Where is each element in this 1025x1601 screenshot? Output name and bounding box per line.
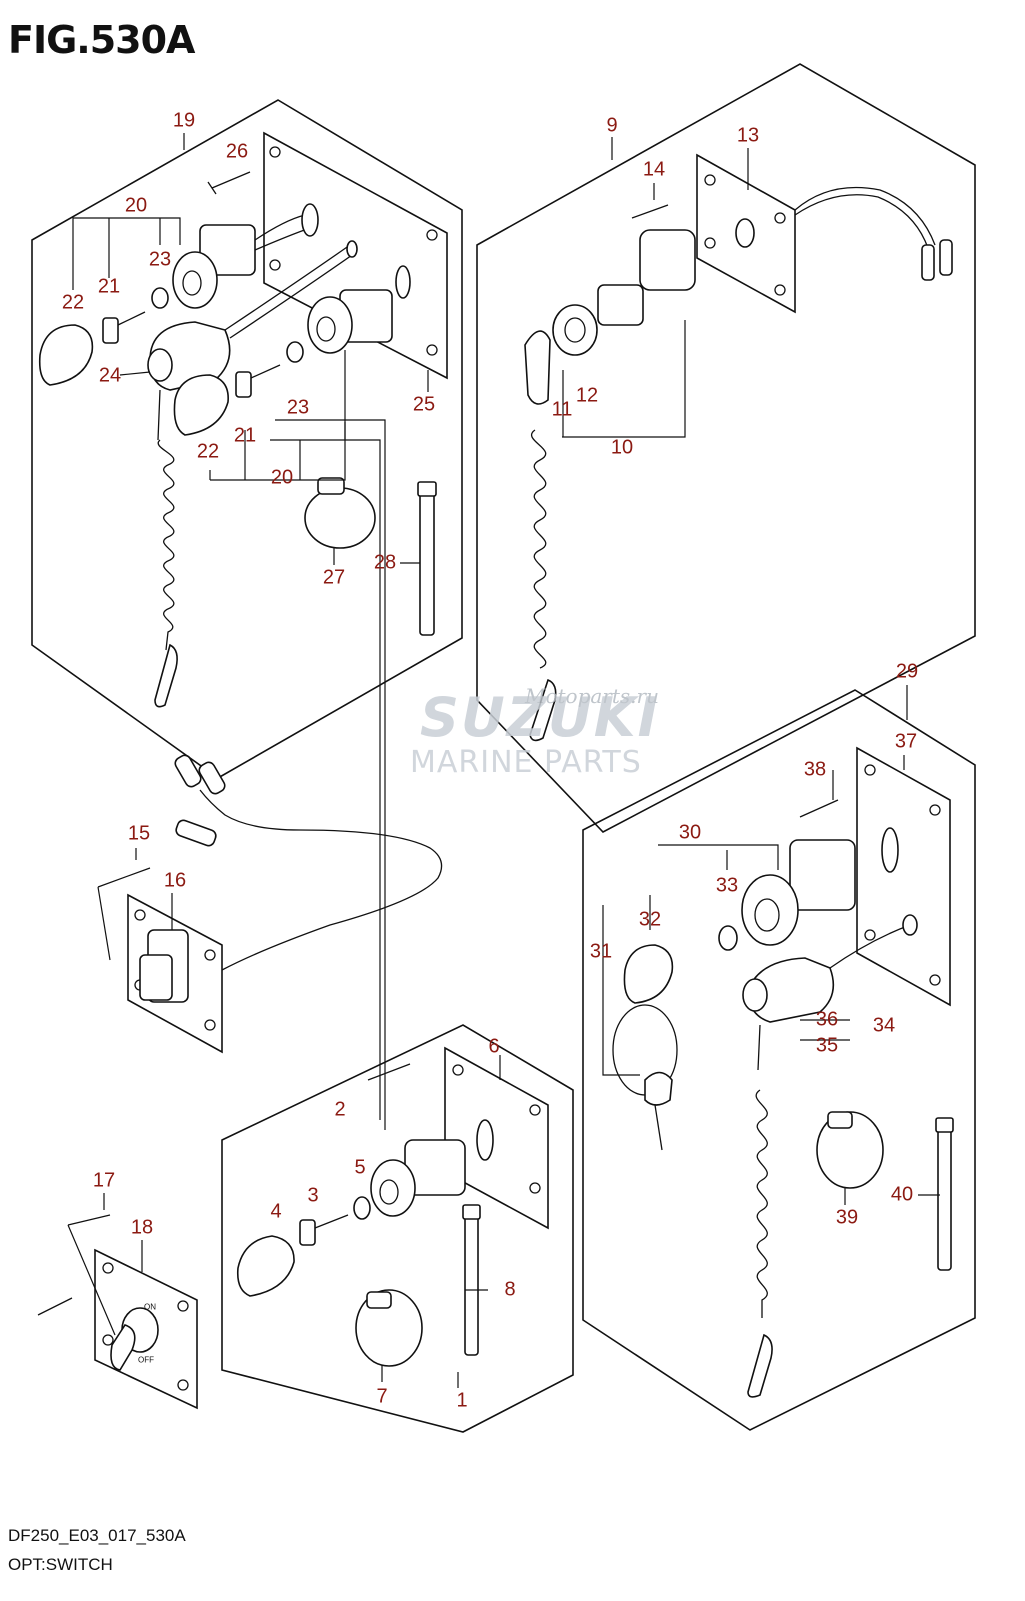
- callout-20-lower[interactable]: 20: [270, 466, 294, 489]
- callout-24[interactable]: 24: [98, 364, 122, 387]
- callout-1[interactable]: 1: [456, 1389, 468, 1412]
- callout-4[interactable]: 4: [270, 1200, 282, 1223]
- callout-20-upper[interactable]: 20: [124, 194, 148, 217]
- switch-off-label: OFF: [138, 1355, 154, 1365]
- callout-31[interactable]: 31: [589, 940, 613, 963]
- callout-21-lower[interactable]: 21: [233, 424, 257, 447]
- callout-34[interactable]: 34: [872, 1014, 896, 1037]
- callout-9[interactable]: 9: [606, 114, 618, 137]
- callout-18[interactable]: 18: [130, 1216, 154, 1239]
- callout-6[interactable]: 6: [488, 1035, 500, 1058]
- callout-17[interactable]: 17: [92, 1169, 116, 1192]
- callout-33[interactable]: 33: [715, 874, 739, 897]
- callout-35[interactable]: 35: [815, 1034, 839, 1057]
- mount-plate-6: [444, 1046, 549, 1230]
- callout-19[interactable]: 19: [172, 109, 196, 132]
- panel-1: [221, 1024, 574, 1433]
- panel-9: [476, 63, 976, 833]
- callout-15[interactable]: 15: [127, 822, 151, 845]
- callout-12[interactable]: 12: [575, 384, 599, 407]
- callout-14[interactable]: 14: [642, 158, 666, 181]
- figure-title: FIG.530A: [8, 18, 195, 62]
- callout-7[interactable]: 7: [376, 1385, 388, 1408]
- callout-30[interactable]: 30: [678, 821, 702, 844]
- callout-32[interactable]: 32: [638, 908, 662, 931]
- callout-13[interactable]: 13: [736, 124, 760, 147]
- callout-22-upper[interactable]: 22: [61, 291, 85, 314]
- callout-28[interactable]: 28: [373, 551, 397, 574]
- callout-40[interactable]: 40: [890, 1183, 914, 1206]
- callout-22-lower[interactable]: 22: [196, 440, 220, 463]
- callout-10[interactable]: 10: [610, 436, 634, 459]
- callout-2[interactable]: 2: [334, 1098, 346, 1121]
- mount-plate-37: [856, 746, 951, 1007]
- callout-21-upper[interactable]: 21: [97, 275, 121, 298]
- callout-27[interactable]: 27: [322, 566, 346, 589]
- switch-on-label: ON: [144, 1302, 156, 1312]
- callout-37[interactable]: 37: [894, 730, 918, 753]
- callout-25[interactable]: 25: [412, 393, 436, 416]
- callout-11[interactable]: 11: [551, 398, 573, 421]
- callout-3[interactable]: 3: [307, 1184, 319, 1207]
- figure-caption: OPT:SWITCH: [8, 1555, 113, 1574]
- callout-26[interactable]: 26: [225, 140, 249, 163]
- callout-16[interactable]: 16: [163, 869, 187, 892]
- panel-29: [582, 689, 976, 1431]
- figure-code: DF250_E03_017_530A: [8, 1526, 186, 1545]
- panel-19: [31, 99, 463, 779]
- callout-39[interactable]: 39: [835, 1206, 859, 1229]
- callout-5[interactable]: 5: [354, 1156, 366, 1179]
- callout-29[interactable]: 29: [895, 660, 919, 683]
- callout-8[interactable]: 8: [504, 1278, 516, 1301]
- callout-38[interactable]: 38: [803, 758, 827, 781]
- callout-23-lower[interactable]: 23: [286, 396, 310, 419]
- callout-36[interactable]: 36: [815, 1008, 839, 1031]
- callout-23-upper[interactable]: 23: [148, 248, 172, 271]
